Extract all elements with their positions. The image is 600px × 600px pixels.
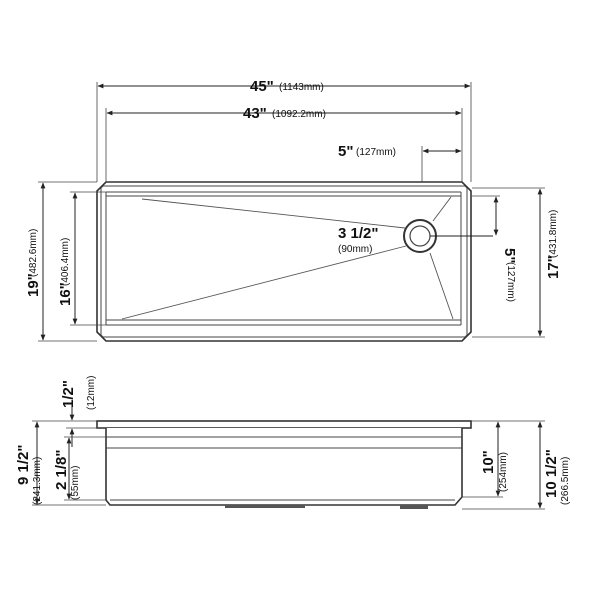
right-depth-metric: (431.8mm): [548, 210, 559, 258]
sink-top-outline: [96, 181, 472, 342]
lip-metric: (55mm): [70, 466, 81, 500]
slope-line-upper-right: [432, 196, 452, 222]
sink-body-outline: [105, 428, 463, 506]
bowl-depth-label: 16": [57, 282, 74, 306]
right-depth-label: 17": [545, 255, 562, 279]
drain-to-top-label: 5": [501, 248, 518, 263]
total-height-label: 9 1/2": [15, 445, 32, 485]
sink-flange: [96, 420, 472, 429]
drain-offset-metric: (127mm): [356, 147, 396, 158]
overall-width-label: 45": [250, 78, 274, 95]
drain-inner-icon: [409, 225, 431, 247]
drain-pipe-left: [225, 505, 305, 508]
drain-diameter-label: 3 1/2": [338, 225, 378, 242]
slope-line-lower-right: [429, 252, 454, 320]
bowl-depth-metric: (406.4mm): [60, 238, 71, 286]
total-height-metric: (241.3mm): [32, 457, 43, 505]
side-view: 1/2" (12mm) 2 1/8" (55mm) 9 1/2" (241.3m…: [15, 376, 571, 510]
lip-label: 2 1/8": [53, 450, 70, 490]
bowl-height-metric: (254mm): [498, 452, 509, 492]
drain-diameter-metric: (90mm): [338, 244, 372, 255]
drain-pipe-right: [400, 505, 428, 509]
overall-height-label: 10 1/2": [543, 449, 560, 498]
sink-rim-inner: [100, 185, 468, 338]
drain-offset-label: 5": [338, 143, 353, 160]
overall-height-metric: (266.5mm): [560, 457, 571, 505]
bowl-height-label: 10": [480, 450, 497, 474]
slope-line-top: [141, 198, 406, 229]
ledge-label: 1/2": [60, 380, 77, 408]
slope-line-bottom: [121, 245, 407, 320]
overall-width-metric: (1143mm): [279, 82, 324, 93]
top-view: 45" (1143mm) 43" (1092.2mm) 5" (127mm) 3…: [25, 78, 562, 342]
overall-depth-label: 19": [25, 273, 42, 297]
bowl-width-metric: (1092.2mm): [272, 109, 326, 120]
ledge-metric: (12mm): [86, 376, 97, 410]
bowl-width-label: 43": [243, 105, 267, 122]
drain-to-top-metric: (127mm): [505, 262, 516, 302]
overall-depth-metric: (482.6mm): [28, 229, 39, 277]
